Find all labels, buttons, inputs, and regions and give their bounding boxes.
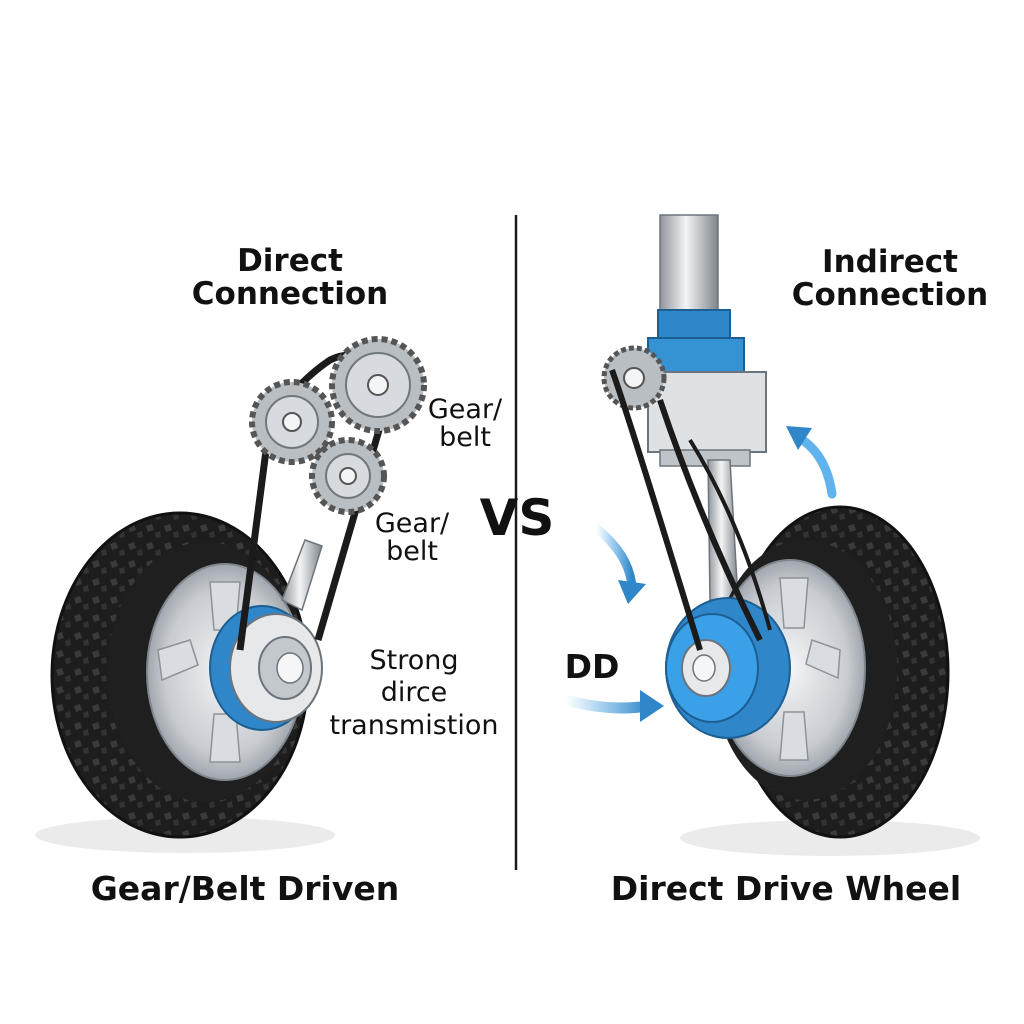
right-caption: Direct Drive Wheel [610, 869, 962, 908]
left-wheel-assembly [35, 336, 427, 853]
left-label-2-line1: Gear/ [374, 508, 450, 539]
left-label-1-line2: belt [439, 422, 491, 454]
left-note-line1: Strong [369, 645, 459, 676]
left-heading-line2: Connection [191, 275, 389, 312]
left-note-line3: transmistion [329, 709, 499, 741]
arrow-up [791, 431, 837, 499]
left-label-2: Gear/ belt [362, 508, 462, 568]
arrow-down-right [591, 523, 637, 593]
right-heading-line2: Connection [791, 276, 989, 313]
left-gear-top [329, 336, 427, 434]
left-gear-middle [249, 379, 335, 465]
left-note-line2: dirce [380, 677, 448, 709]
right-pole [659, 214, 719, 326]
right-heading-line1: Indirect [822, 244, 958, 280]
dd-label: DD [564, 647, 620, 686]
left-caption: Gear/Belt Driven [90, 869, 400, 908]
right-wheel-assembly [601, 214, 980, 856]
left-label-2-line2: belt [386, 536, 438, 568]
right-heading: Indirect Connection [780, 246, 1000, 311]
left-gear-lower [309, 437, 387, 515]
left-label-1-line1: Gear/ [427, 394, 503, 425]
right-housing [647, 371, 767, 453]
vs-label: VS [479, 489, 555, 547]
right-belt [609, 368, 763, 651]
left-label-1: Gear/ belt [420, 394, 510, 454]
left-note: Strong dirce transmistion [318, 645, 510, 742]
arrow-right [560, 694, 654, 714]
left-heading-line1: Direct [237, 243, 343, 279]
left-heading: Direct Connection [190, 245, 390, 310]
